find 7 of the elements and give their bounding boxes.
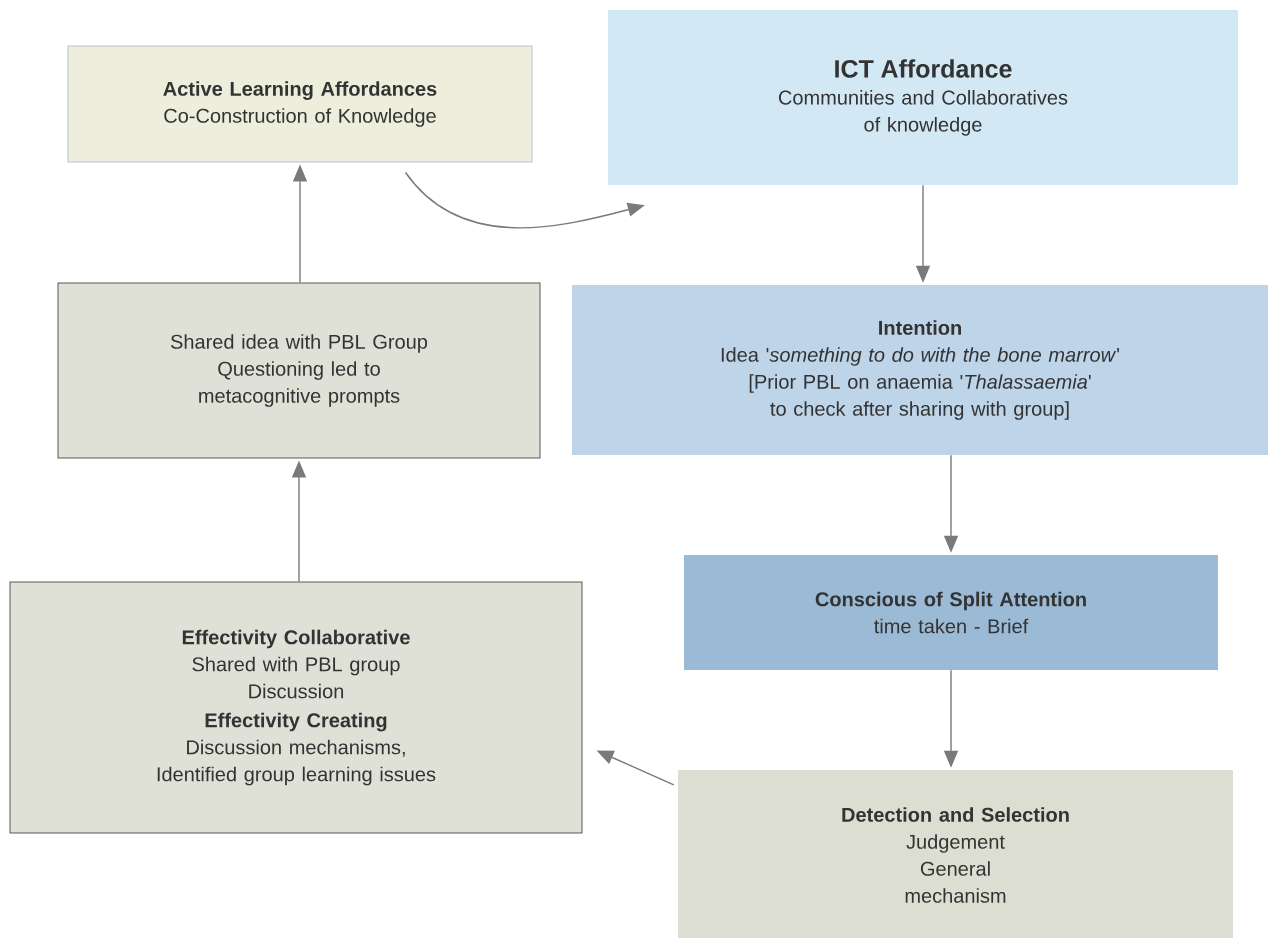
process-box: Shared idea with PBL Group Questioning led to metacognitive prompts bbox=[57, 282, 541, 459]
process-box: ICT Affordance Communities and Collaboratives of knowledge bbox=[608, 10, 1238, 185]
process-box: Active Learning Affordances Co-Construction of Knowledge bbox=[67, 45, 533, 163]
process-box: Detection and Selection Judgement General mechanism bbox=[678, 770, 1233, 938]
process-box: Conscious of Split Attention time taken - Brief bbox=[684, 555, 1218, 670]
process-box: Effectivity Collaborative Shared with PBL group Discussion Effectivity Creating Discussion mechanisms, Identified group learning issues bbox=[9, 581, 583, 834]
process-box: Intention Idea 'something to do with the bone marrow' [Prior PBL on anaemia 'Thalassaemia' to check after sharing with group] bbox=[572, 285, 1268, 455]
